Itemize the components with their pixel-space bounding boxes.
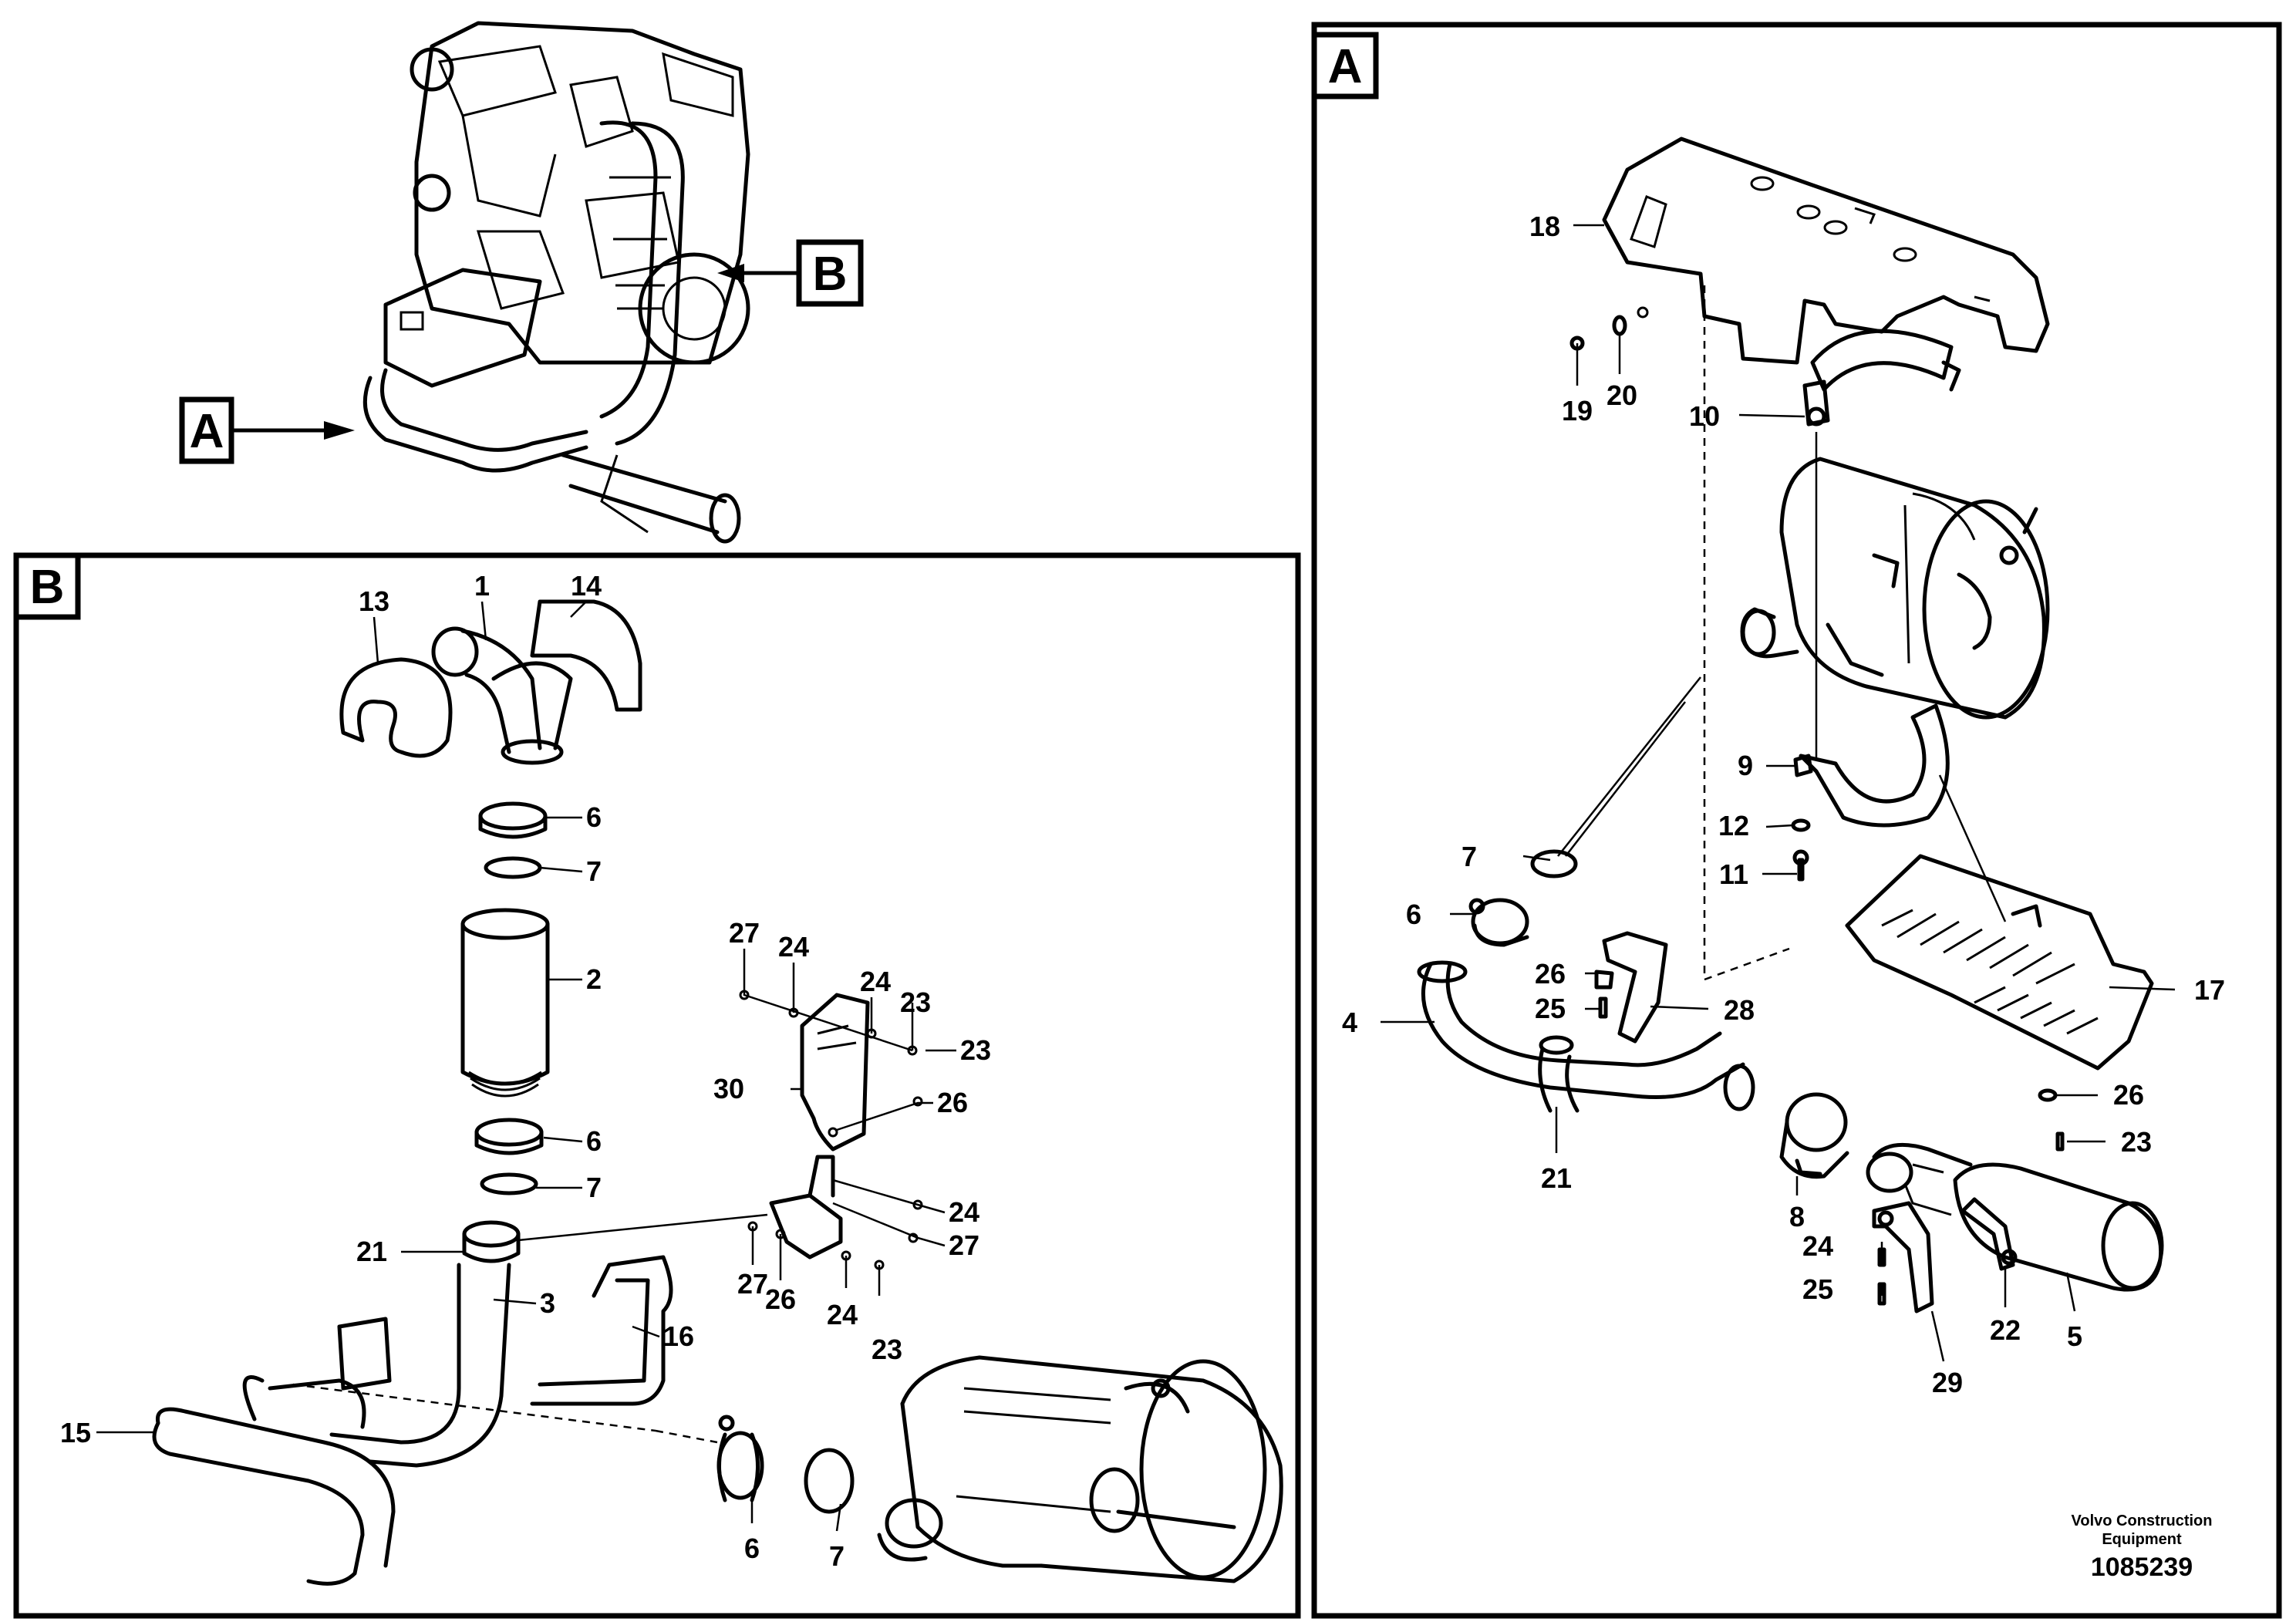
- part-label: 5: [2067, 1320, 2082, 1352]
- panel-a-labels: 18 19 20 10 9 12 11 7 6 4 26 25 28 17 26…: [1342, 211, 2225, 1398]
- part-label: 21: [1541, 1162, 1572, 1194]
- part-label: 11: [1719, 858, 1748, 890]
- part-label: 17: [2194, 974, 2225, 1006]
- callout-b-letter: B: [813, 248, 848, 301]
- part-label: 25: [1535, 993, 1566, 1024]
- part-label: 15: [60, 1417, 91, 1448]
- part-label: 6: [744, 1533, 760, 1564]
- callout-b: B: [717, 239, 864, 307]
- callout-b-arrow-icon: [717, 264, 744, 282]
- part-label: 10: [1689, 400, 1720, 432]
- part-label: 7: [1462, 841, 1477, 872]
- part-label: 1: [474, 570, 490, 602]
- part-label: 23: [872, 1334, 902, 1365]
- panel-a: A: [1311, 22, 2282, 1619]
- part-label: 23: [2121, 1126, 2152, 1158]
- part-label: 26: [1535, 958, 1566, 990]
- part-label: 12: [1718, 810, 1749, 841]
- part-label: 24: [949, 1196, 979, 1228]
- part-label: 25: [1802, 1273, 1833, 1305]
- part-label: 26: [765, 1283, 796, 1315]
- panel-b-title: B: [30, 561, 65, 614]
- panel-a-frame: [1311, 22, 2282, 1619]
- part-label: 16: [663, 1320, 694, 1352]
- part-label: 27: [737, 1268, 768, 1300]
- panel-a-title: A: [1328, 40, 1363, 93]
- engine-illustration: [362, 21, 750, 544]
- part-label: 9: [1738, 750, 1753, 781]
- panel-b-parts: [152, 599, 1283, 1586]
- callout-a-arrow-icon: [324, 421, 355, 440]
- part-label: 6: [1406, 899, 1421, 930]
- panel-b: B: [13, 552, 1301, 1619]
- part-label: 24: [778, 931, 809, 963]
- company-name-line-1: Volvo Construction: [2072, 1512, 2213, 1529]
- part-label: 28: [1724, 994, 1755, 1026]
- part-label: 4: [1342, 1007, 1357, 1038]
- engine-overview: A B: [179, 21, 864, 544]
- part-label: 27: [729, 917, 760, 949]
- callout-a-letter: A: [190, 405, 224, 458]
- panel-b-frame: [13, 552, 1301, 1619]
- part-label: 20: [1607, 379, 1637, 411]
- part-label: 29: [1932, 1367, 1963, 1398]
- part-label: 30: [713, 1073, 744, 1104]
- part-label: 26: [2113, 1079, 2144, 1111]
- document-number: 1085239: [2091, 1553, 2193, 1582]
- part-label: 13: [359, 585, 389, 617]
- part-label: 6: [586, 801, 602, 833]
- callout-a: A: [179, 396, 355, 464]
- part-label: 22: [1990, 1314, 2021, 1346]
- part-label: 19: [1562, 395, 1593, 427]
- panel-b-labels: 13 1 14 6 7 2 6 7 21 3 16 15 6 7 27 24 2…: [60, 570, 991, 1572]
- part-label: 24: [1802, 1230, 1833, 1262]
- part-label: 24: [827, 1299, 858, 1330]
- part-label: 14: [571, 570, 602, 602]
- part-label: 27: [949, 1229, 979, 1261]
- part-label: 3: [540, 1287, 555, 1319]
- part-label: 6: [586, 1125, 602, 1157]
- part-label: 24: [860, 966, 891, 997]
- part-label: 7: [586, 855, 602, 887]
- part-label: 23: [960, 1034, 991, 1066]
- part-label: 7: [586, 1172, 602, 1203]
- panel-a-leaders: [1381, 224, 2176, 1362]
- footer: Volvo Construction Equipment 1085239: [2072, 1512, 2213, 1582]
- part-label: 23: [900, 986, 931, 1018]
- panel-b-leaders: [96, 601, 956, 1532]
- part-label: 2: [586, 963, 602, 995]
- part-label: 8: [1789, 1201, 1805, 1233]
- part-label: 26: [937, 1087, 968, 1118]
- part-label: 18: [1529, 211, 1560, 242]
- part-label: 7: [829, 1540, 845, 1572]
- part-label: 21: [356, 1236, 387, 1267]
- company-name-line-2: Equipment: [2102, 1531, 2182, 1548]
- panel-a-parts: [1417, 137, 2164, 1313]
